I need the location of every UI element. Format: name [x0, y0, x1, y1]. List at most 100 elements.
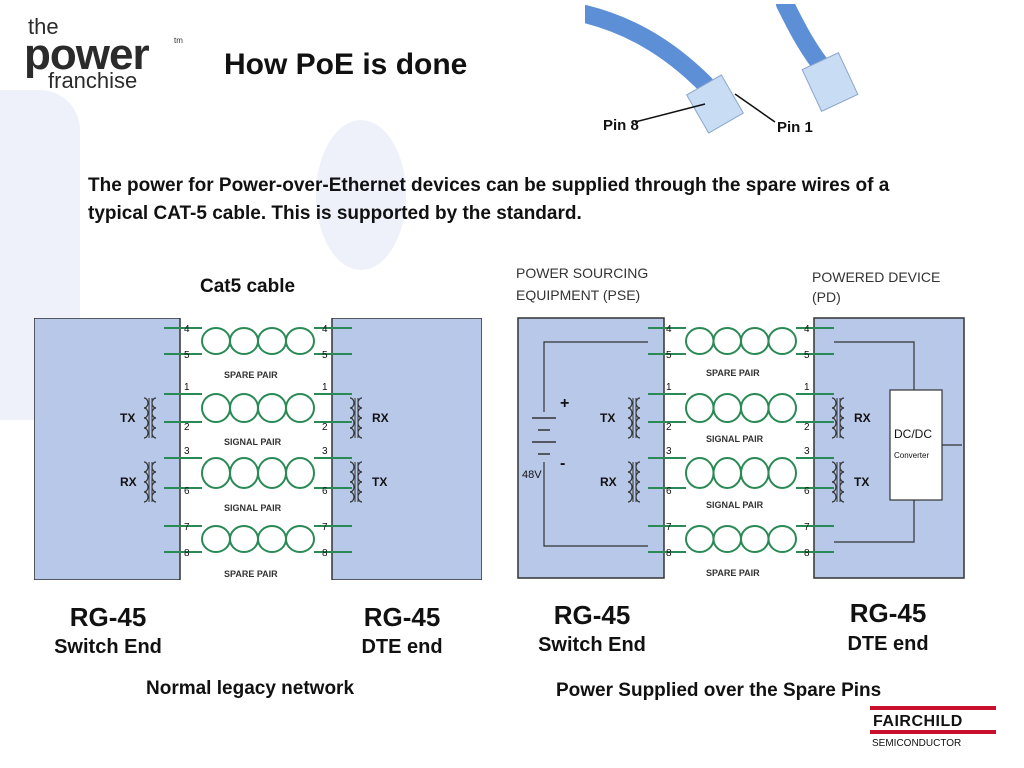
pin-number: 7: [322, 522, 328, 533]
twist: [712, 327, 742, 355]
twist: [257, 457, 287, 489]
left-rx-port: RX: [120, 475, 137, 489]
pin-number: 2: [804, 422, 810, 433]
pair-label: SPARE PAIR: [224, 569, 278, 579]
power-franchise-logo: the power tm franchise: [24, 12, 204, 93]
twist: [712, 393, 742, 423]
logo-the: the: [28, 14, 59, 39]
left-dte-rg45: RG-45: [363, 602, 441, 632]
logo-power: power: [24, 30, 150, 79]
pair-label: SIGNAL PAIR: [706, 500, 764, 510]
twist: [685, 525, 715, 553]
pair-label: SIGNAL PAIR: [706, 434, 764, 444]
plus-sign: +: [560, 395, 569, 412]
pair-label: SIGNAL PAIR: [224, 503, 282, 513]
twist: [712, 525, 742, 553]
twist: [201, 525, 231, 553]
left-dte-end: DTE end: [361, 636, 443, 658]
twist: [712, 457, 742, 489]
twist: [685, 457, 715, 489]
pin-number: 7: [666, 522, 672, 533]
pin-number: 1: [804, 382, 810, 393]
poe-diagram: POWER SOURCING EQUIPMENT (PSE) POWERED D…: [516, 265, 965, 579]
pin-number: 1: [666, 382, 672, 393]
pin-number: 2: [666, 422, 672, 433]
twist: [740, 525, 770, 553]
pin-number: 5: [184, 350, 190, 361]
minus-sign: -: [560, 455, 565, 472]
dte-end-panel: [331, 318, 482, 580]
legacy-network-caption: Normal legacy network: [146, 678, 355, 699]
right-switch-end: Switch End: [538, 634, 646, 656]
pin-number: 4: [804, 324, 810, 335]
fairchild-logo: FAIRCHILD SEMICONDUCTOR: [870, 706, 996, 749]
pin-number: 3: [322, 446, 328, 457]
pd-rx-port: RX: [854, 411, 871, 425]
coil: [627, 427, 633, 439]
dcdc-label: DC/DC: [894, 427, 932, 441]
fairchild-sub: SEMICONDUCTOR: [872, 738, 961, 749]
pin-number: 5: [804, 350, 810, 361]
right-dte-end: DTE end: [847, 633, 929, 655]
pin-number: 5: [666, 350, 672, 361]
power-line: [834, 341, 915, 390]
twist: [285, 393, 315, 423]
power-line: [543, 462, 648, 547]
voltage-label: 48V: [522, 469, 542, 481]
pin-number: 6: [804, 486, 810, 497]
twist: [285, 525, 315, 553]
left-switch-end: Switch End: [54, 636, 162, 658]
twist: [229, 457, 259, 489]
coil: [831, 427, 837, 439]
power-line: [543, 341, 648, 412]
pin-number: 1: [322, 382, 328, 393]
pin-number: 7: [184, 522, 190, 533]
coil: [831, 491, 837, 503]
pin8-label: Pin 8: [603, 117, 639, 134]
fairchild-name: FAIRCHILD: [873, 713, 963, 730]
coil: [143, 427, 149, 439]
pair-label: SIGNAL PAIR: [224, 437, 282, 447]
pin1-label: Pin 1: [777, 119, 813, 136]
pin-number: 6: [322, 486, 328, 497]
left-switch-rg45: RG-45: [69, 602, 147, 632]
right-rx-port: RX: [372, 411, 389, 425]
watermark-right: [316, 120, 406, 270]
left-tx-port: TX: [120, 411, 135, 425]
twist: [229, 327, 259, 355]
pd-label-line1: POWERED DEVICE: [812, 269, 940, 285]
cat5-cable-label: Cat5 cable: [200, 276, 296, 297]
twist: [767, 525, 797, 553]
twist: [201, 393, 231, 423]
right-tx-port: TX: [372, 475, 387, 489]
twist: [740, 393, 770, 423]
twist: [740, 327, 770, 355]
twist: [285, 457, 315, 489]
coil: [349, 427, 355, 439]
power-line: [834, 500, 915, 543]
pse-label-line2: EQUIPMENT (PSE): [516, 287, 640, 303]
pse-rx-port: RX: [600, 475, 617, 489]
pin-number: 1: [184, 382, 190, 393]
twist: [229, 393, 259, 423]
pair-label: SPARE PAIR: [706, 568, 760, 578]
pin-number: 8: [322, 548, 328, 559]
twist: [257, 393, 287, 423]
pse-tx-port: TX: [600, 411, 615, 425]
logo-tm: tm: [174, 36, 183, 45]
pin-number: 3: [184, 446, 190, 457]
converter-label: Converter: [894, 451, 929, 460]
twist: [201, 457, 231, 489]
switch-end-panel: [34, 318, 181, 580]
coil: [143, 491, 149, 503]
twist: [229, 525, 259, 553]
legacy-network-diagram: TX RX RX TX SPARE PAIR SIGNAL PAIR SIGNA…: [34, 318, 482, 580]
twist: [767, 327, 797, 355]
pin-number: 4: [184, 324, 190, 335]
pin-number: 4: [666, 324, 672, 335]
pin-number: 6: [184, 486, 190, 497]
pin-number: 5: [322, 350, 328, 361]
pin-number: 8: [184, 548, 190, 559]
coil: [627, 491, 633, 503]
body-text: The power for Power-over-Ethernet device…: [88, 175, 890, 224]
